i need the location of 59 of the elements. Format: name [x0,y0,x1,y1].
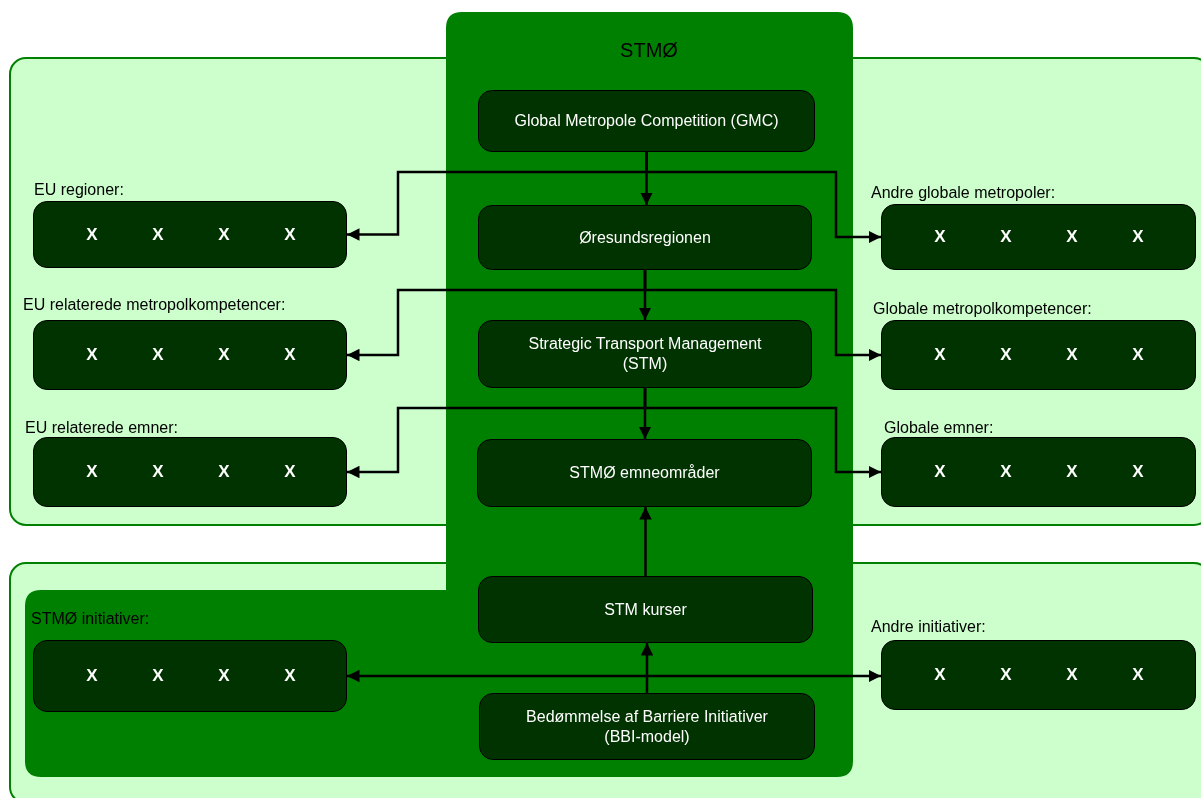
placeholder-mark: X [934,227,946,247]
box-label: STM kurser [604,599,687,620]
placeholder-mark: X [1066,665,1078,685]
box-label: STMØ emneområder [569,463,720,483]
arrow [639,507,652,576]
placeholder-mark: X [152,224,164,245]
placeholder-mark: X [218,345,230,365]
placeholder-mark: X [1132,462,1144,482]
box-label: Global Metropole Competition (GMC) [514,111,779,131]
category-heading: Andre globale metropoler: [871,183,1056,203]
placeholder-mark: X [218,224,230,245]
arrow [640,643,654,693]
placeholder-mark: X [86,666,98,686]
placeholder-mark: X [1000,227,1012,247]
placeholder-mark: X [1132,227,1144,247]
placeholder-mark: X [1132,665,1144,685]
placeholder-mark: X [86,224,98,245]
arrow [645,152,881,244]
arrow [643,388,881,479]
category-heading: EU relaterede metropolkompetencer: [23,295,286,315]
placeholder-mark: X [152,345,164,365]
placeholder-mark: X [152,666,164,686]
process-box [478,205,812,270]
placeholder-mark: X [1132,345,1144,365]
placeholder-mark: X [934,345,946,365]
placeholder-mark: X [284,462,296,482]
placeholder-mark: X [934,665,946,685]
placeholder-mark: X [284,345,296,365]
placeholder-mark: X [1066,462,1078,482]
placeholder-mark: X [86,345,98,365]
process-box [478,320,812,388]
process-box [477,439,812,507]
placeholder-mark: X [934,462,946,482]
placeholder-mark: X [152,462,164,482]
box-label: Strategic Transport Management (STM) [527,334,763,374]
placeholder-mark: X [218,462,230,482]
region-title: STMØ [620,39,678,62]
category-heading: Globale emner: [884,418,994,438]
placeholder-mark: X [1066,345,1078,365]
placeholder-mark: X [1000,345,1012,365]
arrow [347,669,881,683]
process-box [479,693,815,760]
category-heading: EU regioner: [34,180,124,200]
placeholder-mark: X [1066,227,1078,247]
placeholder-mark: X [86,462,98,482]
category-heading: Andre initiativer: [871,617,986,637]
placeholder-mark: X [284,224,296,245]
arrow [643,270,881,362]
placeholder-mark: X [284,666,296,686]
category-heading: EU relaterede emner: [25,418,178,438]
process-box [478,90,815,152]
placeholder-mark: X [218,666,230,686]
placeholder-mark: X [1000,462,1012,482]
box-label: Øresundsregionen [579,227,711,248]
category-heading: STMØ initiativer: [31,609,150,629]
placeholder-mark: X [1000,665,1012,685]
process-box [478,576,813,643]
category-heading: Globale metropolkompetencer: [873,299,1092,319]
box-label: Bedømmelse af Barriere Initiativer (BBI-model) [525,706,769,747]
